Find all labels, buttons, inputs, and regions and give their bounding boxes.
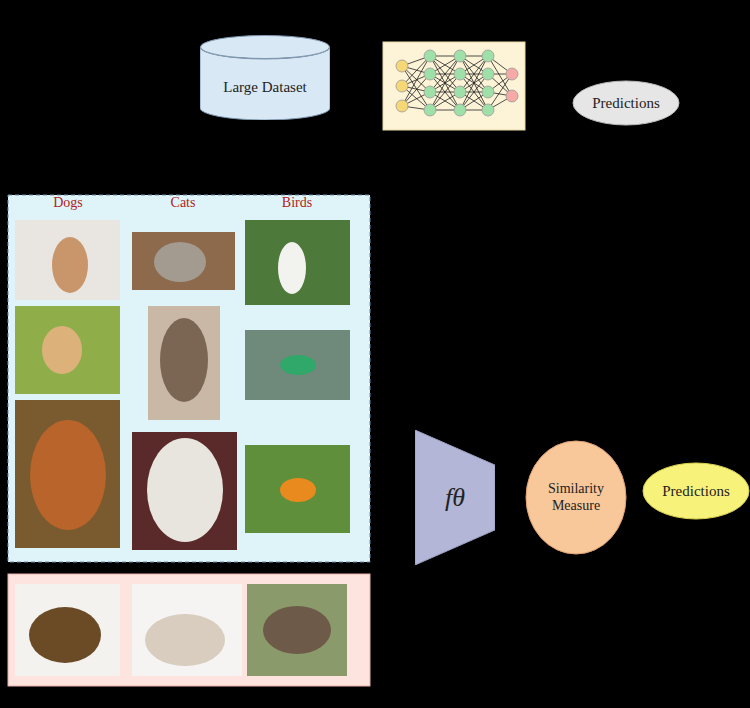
dataset-cylinder: Large Dataset bbox=[200, 35, 330, 120]
query-panel bbox=[8, 574, 370, 686]
node-text: fθ bbox=[445, 482, 465, 513]
output-ellipse: Predictions bbox=[572, 80, 680, 126]
neural-network-icon bbox=[383, 42, 525, 130]
node-text: Predictions bbox=[592, 94, 660, 112]
encoder-block: fθ bbox=[415, 430, 495, 565]
column-heading: Dogs bbox=[53, 195, 83, 211]
output-ellipse: Predictions bbox=[642, 462, 750, 520]
node-text: Large Dataset bbox=[223, 78, 306, 96]
query-images bbox=[15, 584, 347, 676]
column-heading: Birds bbox=[282, 195, 312, 211]
support-images bbox=[15, 220, 350, 550]
support-panel bbox=[8, 195, 370, 562]
column-heading: Cats bbox=[171, 195, 196, 211]
node-text: Predictions bbox=[662, 482, 730, 500]
node-text: Similarity Measure bbox=[544, 481, 607, 515]
cylinder-outline bbox=[200, 35, 330, 120]
output-ellipse: Similarity Measure bbox=[525, 440, 627, 555]
